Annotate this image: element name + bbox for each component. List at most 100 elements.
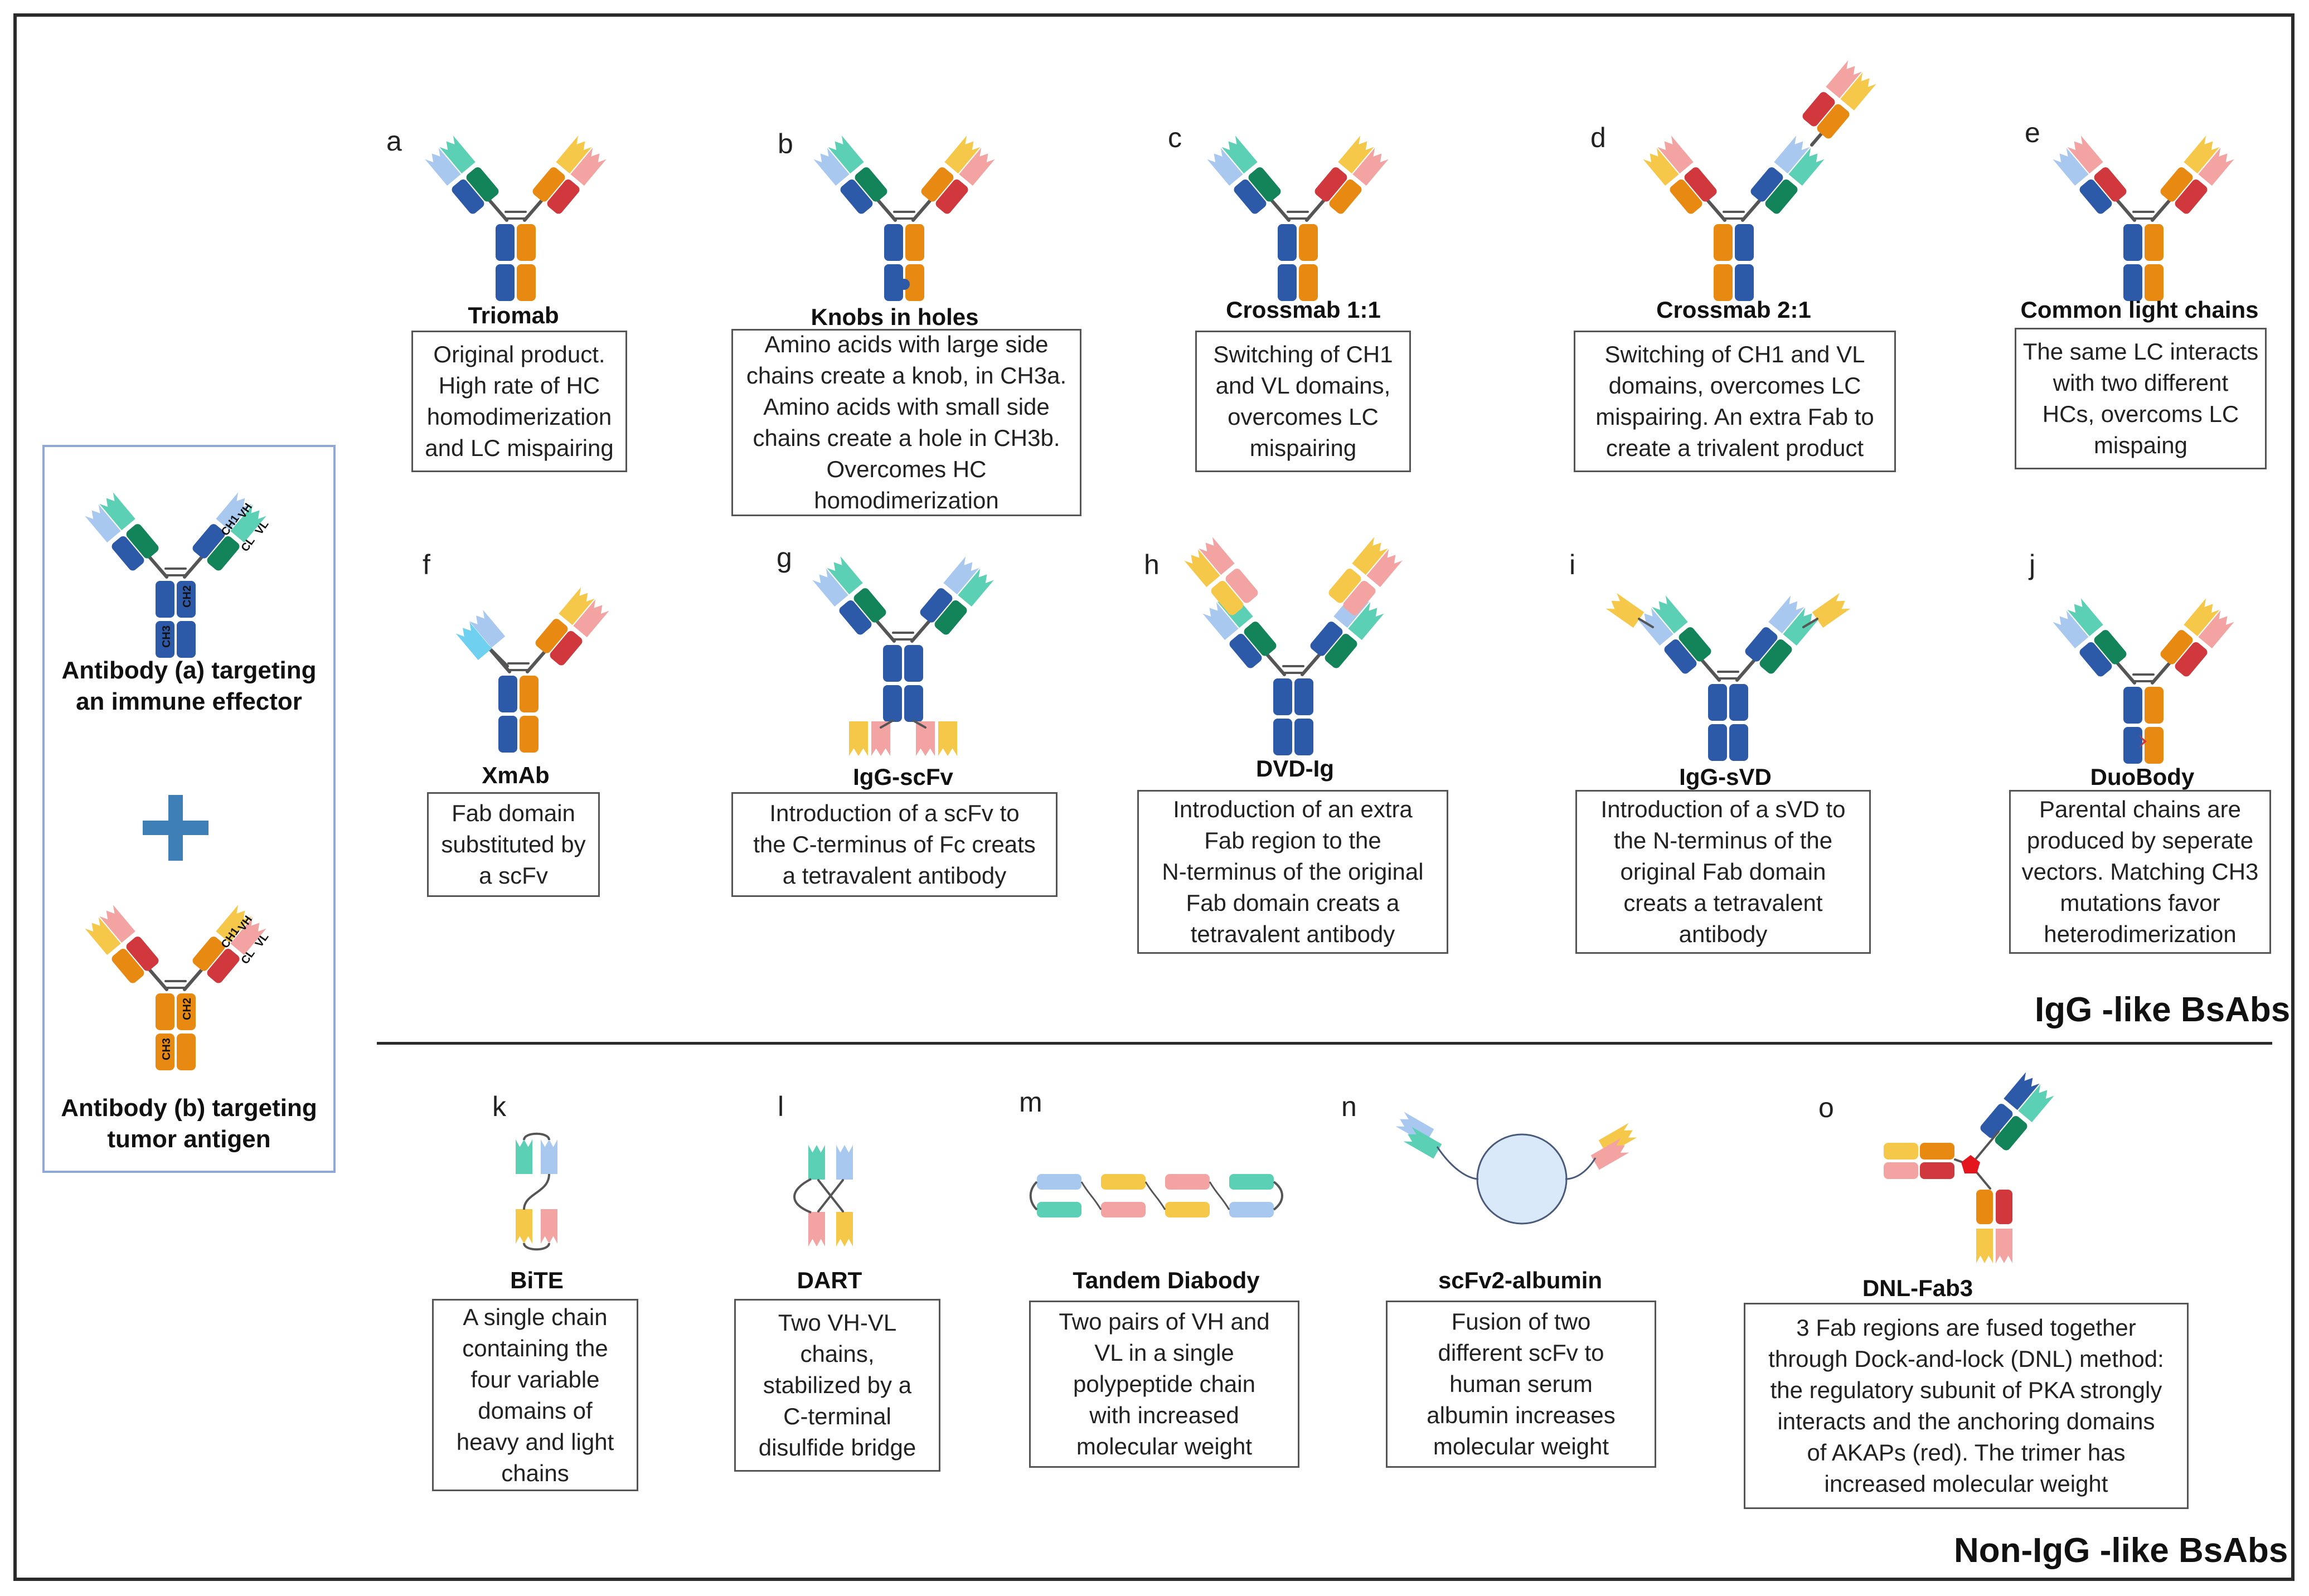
ab-a-fab-right-outer-constant (192, 524, 225, 559)
n-scfv-left-2 (1403, 1127, 1442, 1159)
format-m-description: Two pairs of VH and VL in a single polyp… (1029, 1301, 1299, 1468)
l-vl-2-group (836, 1212, 853, 1246)
o-fab-left-var-1-group (1884, 1143, 1918, 1160)
j-fab-left-inner-variable-group (2053, 610, 2089, 649)
l-vh-1-group (808, 1145, 825, 1180)
o-fab-top-inner-constant-group (1995, 1115, 2027, 1151)
f-fc-right-1-group (520, 676, 539, 712)
format-d-title: Crossmab 2:1 (1656, 297, 1811, 323)
b-fc-right-1-group (905, 224, 924, 261)
o-dnl-hub (1961, 1155, 1980, 1173)
g-scfv-1 (849, 721, 868, 756)
h-fc-left-1-group (1273, 678, 1292, 715)
ab-b-fab-left-inner-variable (85, 917, 121, 955)
k-vl-1 (541, 1139, 557, 1174)
m-top-domain-2 (1101, 1174, 1146, 1190)
m-bottom-domain-1-group (1037, 1202, 1081, 1217)
a-fab-right-outer-constant-group (532, 167, 565, 202)
m-top-domain-1-group (1037, 1174, 1081, 1190)
ab-a-fab-right-outer-variable-group (216, 492, 252, 531)
g-fab-right-outer-variable-group (943, 556, 979, 595)
format-a-letter: a (386, 125, 402, 157)
c-fab-right-inner-constant (1329, 179, 1362, 214)
i-fab-left-inner-variable (1637, 608, 1673, 646)
format-i-letter: i (1569, 549, 1576, 580)
b-fc-left-1 (884, 224, 903, 261)
ab-b-fab-left-outer-variable (99, 905, 135, 943)
f-scfv-vl (469, 609, 506, 648)
a-fab-right-inner-variable (570, 148, 607, 186)
a-fc-left-1-group (496, 224, 515, 261)
h-fab-right-inner-variable (1348, 602, 1384, 641)
section-divider (377, 1042, 2272, 1045)
o-fab-top-inner-variable-group (2018, 1084, 2054, 1123)
antibody-b-label: Antibody (b) targeting tumor antigen (61, 1094, 317, 1153)
o-fab-bottom-const-1 (1976, 1190, 1993, 1224)
c-fab-right-outer-variable-group (1338, 135, 1374, 174)
format-j-description: Parental chains are produced by seperate… (2009, 790, 2271, 954)
ab-a-fc-right-2 (177, 621, 196, 658)
h-fc-left-2 (1273, 719, 1292, 755)
ab-a-fc-left-2 (156, 621, 174, 658)
b-fab-left-outer-constant (855, 167, 887, 202)
format-l-letter: l (778, 1091, 784, 1122)
e-fc-left-1-group (2123, 224, 2142, 261)
k-linker-bottom (523, 1243, 550, 1251)
format-d-diagram (1643, 60, 1876, 301)
g-fab-left-outer-variable-group (827, 556, 863, 595)
i-fc-right-1-group (1729, 684, 1748, 721)
m-top-domain-4 (1229, 1174, 1274, 1190)
e-fab-right-outer-variable (2184, 135, 2220, 174)
f-scfv-vl-group (469, 609, 506, 648)
ab-a-fab-left-inner-constant-group (111, 536, 144, 571)
format-h-letter: h (1144, 549, 1160, 580)
m-top-domain-1 (1037, 1174, 1081, 1190)
h-fc-right-2-group (1294, 719, 1313, 755)
o-fab-bottom-const-2 (1996, 1190, 2012, 1224)
h-fab-left-inner-constant-group (1229, 633, 1262, 668)
format-f-description: Fab domain substituted by a scFv (427, 792, 600, 897)
f-fc-left-1 (498, 676, 517, 712)
g-fab-left-outer-variable (827, 556, 863, 595)
antibody-a-label: Antibody (a) targeting an immune effecto… (61, 657, 317, 715)
m-top-domain-2-group (1101, 1174, 1146, 1190)
format-o-diagram (1884, 1072, 2054, 1263)
d-extra-fab-outer-constant (1802, 92, 1835, 127)
b-fab-left-inner-variable-group (813, 148, 850, 186)
m-top-domain-3 (1165, 1174, 1210, 1190)
i-fc-left-2-group (1708, 724, 1727, 761)
f-fab-right-inner-constant-group (550, 630, 583, 666)
j-fab-right-inner-constant-group (2175, 642, 2208, 677)
h-outer-fab-right-inner-variable (1366, 549, 1403, 588)
ab-b-fab-right-outer-constant-group (192, 937, 225, 971)
h-outer-fab-right-outer-constant (1328, 569, 1361, 603)
d-fab-left-inner-variable (1643, 148, 1679, 186)
d-fab-left-outer-constant-group (1684, 167, 1717, 202)
parental-antibodies-panel (42, 445, 336, 1173)
c-fab-right-inner-variable (1352, 148, 1389, 186)
c-fab-right-outer-constant (1314, 167, 1347, 202)
j-fab-left-outer-constant (2094, 630, 2127, 664)
m-bottom-domain-2-group (1101, 1202, 1146, 1217)
format-e-title: Common light chains (2020, 297, 2259, 323)
k-linker-top (523, 1132, 550, 1141)
b-fab-right-outer-variable (944, 135, 981, 174)
b-knob (899, 279, 910, 290)
h-outer-fab-right-inner-constant (1343, 580, 1376, 615)
h-fc-left-1 (1273, 678, 1292, 715)
i-fc-right-1 (1729, 684, 1748, 721)
e-fc-right-2-group (2145, 264, 2164, 301)
h-fab-left-outer-constant-group (1244, 622, 1277, 656)
f-scfv-vh (455, 622, 492, 661)
format-g-diagram (812, 556, 994, 756)
format-c-diagram (1207, 135, 1389, 301)
o-fab-bottom-var-1-group (1976, 1229, 1993, 1263)
format-a-description: Original product. High rate of HC homodi… (411, 331, 627, 472)
format-l-diagram (793, 1145, 853, 1246)
n-albumin (1476, 1133, 1568, 1225)
a-fab-left-outer-constant-group (466, 167, 499, 202)
ab-a-fab-right-inner-variable (230, 504, 266, 543)
ab-b-ch2-label: CH2 (181, 998, 193, 1020)
a-fab-left-inner-variable (425, 148, 461, 186)
